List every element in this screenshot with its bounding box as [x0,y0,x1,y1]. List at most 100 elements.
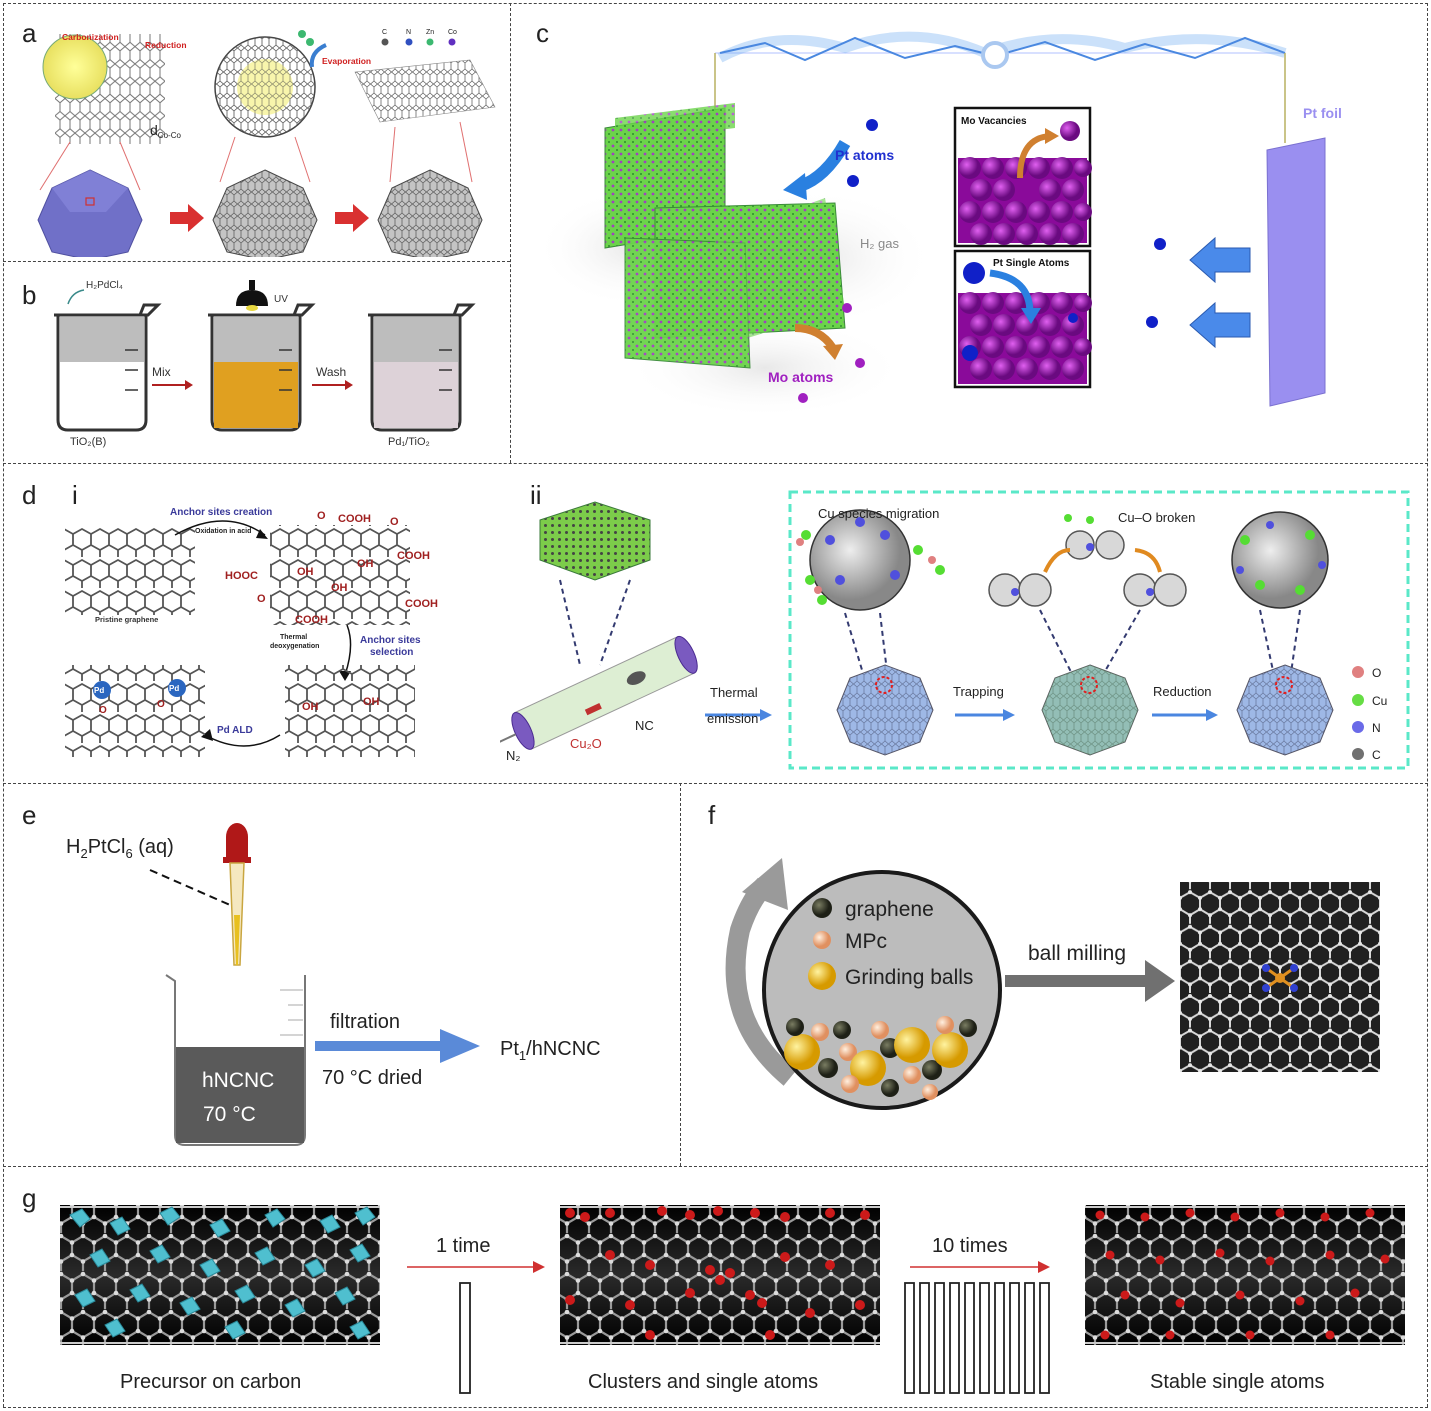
divider-e-f [680,783,681,1166]
mo-atom-icon [855,358,865,368]
pyridinic-fragments [988,530,1187,607]
svg-text:O: O [1372,666,1381,680]
pipette-icon [223,823,251,966]
functional-groups: COOH COOH HOOC OH OH OH COOH COOH O O O [225,510,438,626]
svg-text:COOH: COOH [405,598,438,610]
svg-text:O: O [157,699,165,710]
drop-arrow-icon [67,289,85,305]
reduction-label: Reduction [145,40,187,50]
panel-d-letter: d [22,480,37,510]
panel-a-legend: C N Zn Co [381,29,457,46]
tube-furnace [500,635,698,750]
anchor-selection-label-2: selection [370,647,413,658]
svg-text:C: C [382,29,387,36]
svg-text:OH: OH [331,582,348,594]
oxidized-graphene [270,525,410,625]
beaker-3 [368,303,476,432]
mix-label: Mix [152,365,171,379]
cu2o-label: Cu₂O [570,736,602,751]
ball-milling-label: ball milling [1028,942,1126,965]
pt-clusters [565,1206,870,1340]
h2-gas-label: H₂ gas [860,236,900,251]
fullerene-cage [1231,511,1329,609]
pt-atoms-label: Pt atoms [835,147,894,163]
filtration-label: filtration [330,1011,400,1033]
svg-text:COOH: COOH [338,513,371,525]
zif-cage [42,34,108,100]
svg-text:Grinding balls: Grinding balls [845,966,973,989]
panel-d-legend: O Cu N C [1352,666,1387,762]
nc-sheet [354,59,496,123]
mo-vacancies-label: Mo Vacancies [961,116,1027,127]
svg-text:Pd: Pd [169,684,179,693]
dried-label: 70 °C dried [322,1067,422,1089]
nanotube-1 [60,1205,380,1345]
svg-text:MPc: MPc [845,930,887,953]
sa-polyhedron [377,169,483,257]
pt-atom-icon [1146,316,1158,328]
n-atoms [825,517,900,585]
nanotube-3 [1085,1205,1405,1345]
nc-polyhedron [836,664,934,756]
svg-text:O: O [257,593,266,605]
divider-ab-c [510,3,511,463]
caption-stable: Stable single atoms [1150,1371,1325,1393]
svg-text:N: N [1372,721,1381,735]
svg-text:HOOC: HOOC [225,570,258,582]
svg-text:Pd: Pd [94,686,104,695]
panel-f-graphic: graphene MPc Grinding balls [725,858,1380,1110]
reduction-d-label: Reduction [1153,684,1212,699]
arrow-right-icon [1145,960,1175,1002]
panel-g-graphic: Precursor on carbon 1 time Clusters and … [60,1205,1405,1394]
svg-text:O: O [99,705,107,716]
anchor-selection-label: Anchor sites [360,635,421,646]
beaker-1 [54,303,162,432]
panel-a-letter: a [22,18,37,48]
divider-row3-row4 [3,1166,1428,1167]
arrow-right-icon [170,204,204,232]
panel-g-letter: g [22,1183,37,1213]
pd-ald-label: Pd ALD [217,725,253,736]
carbonized-polyhedron [212,169,318,257]
mo-atom-icon [842,303,852,313]
dcoco-label: dCo-Co [150,122,181,140]
nanotube-2 [560,1205,880,1345]
pt-atom-icon [1154,238,1166,250]
svg-text:O: O [317,510,326,522]
arrow-right-icon [345,380,353,390]
pulse-train [904,1282,1050,1394]
svg-text:O: O [390,516,399,528]
pd-atom-icon [93,681,111,699]
arrow-right-icon [1206,709,1218,721]
oxidation-label: Oxidation in acid [195,528,251,535]
caption-clusters: Clusters and single atoms [588,1371,818,1393]
panel-d-ii-label: ii [530,480,542,510]
svg-text:COOH: COOH [397,550,430,562]
panel-f-letter: f [708,800,716,830]
pt-single-atoms-label: Pt Single Atoms [993,258,1070,269]
pt-foil [1266,137,1326,407]
svg-text:OH: OH [357,558,374,570]
arrow-right-icon [440,1029,480,1063]
frame-left [3,3,4,1407]
cuo-broken-label: Cu–O broken [1118,510,1195,525]
trapping-label: Trapping [953,684,1004,699]
panel-b-letter: b [22,280,37,310]
mo-atom-icon [798,393,808,403]
uv-label: UV [274,294,288,305]
panel-d-i-graphic: Pristine graphene Anchor sites creation … [65,507,438,757]
anchor-creation-label: Anchor sites creation [170,507,272,518]
precursor-molecules [69,1206,376,1340]
arrow-right-icon [185,380,193,390]
arrow-right-icon [533,1261,545,1273]
process-box [788,490,1410,770]
b-precursor-label: H₂PdCl₄ [86,280,123,291]
thermal-emission-2: emission [707,711,758,726]
svg-text:Co: Co [448,29,457,36]
thermal-emission-1: Thermal [710,685,758,700]
panel-c-letter: c [536,18,549,48]
e-beaker [165,974,306,1146]
metal-center [1262,964,1298,992]
e-support-label: hNCNC [202,1069,274,1092]
frame-right [1427,3,1428,1407]
